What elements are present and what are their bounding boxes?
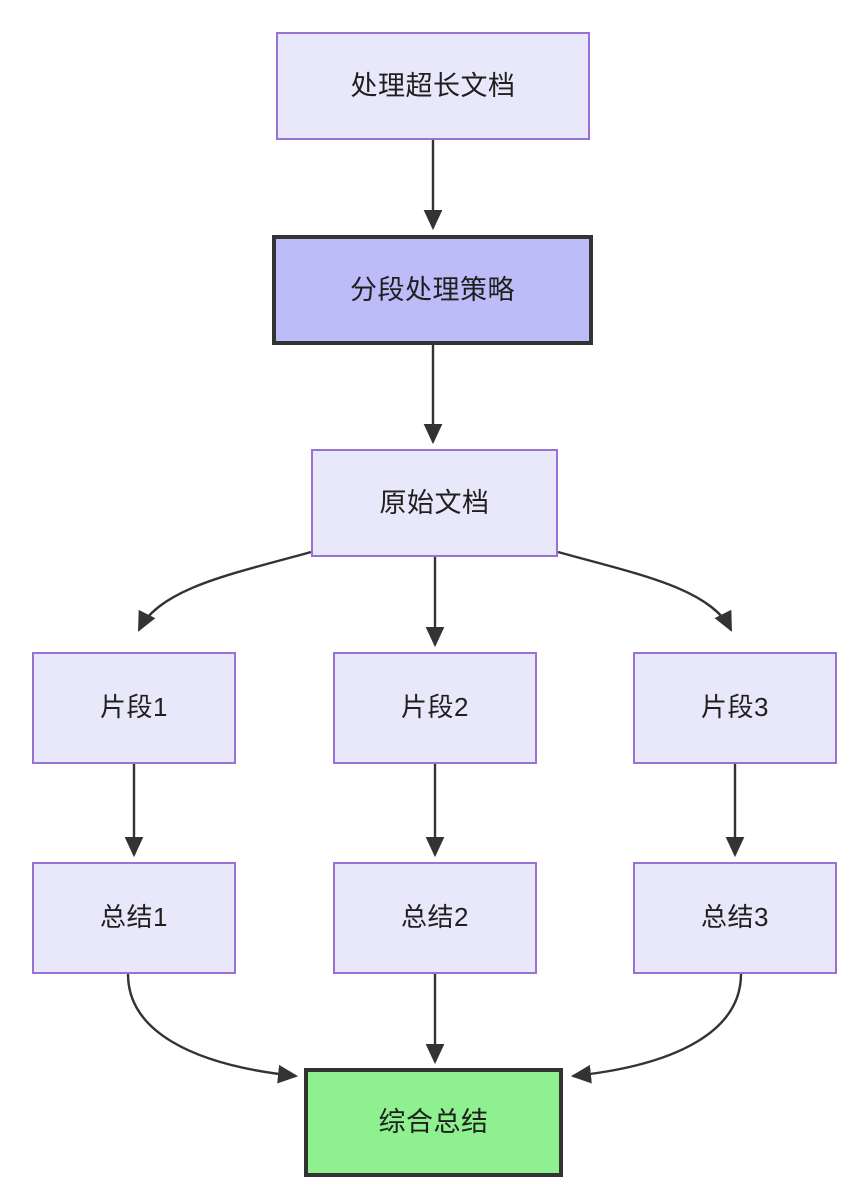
- node-label: 总结2: [401, 902, 469, 933]
- edge-summary1-to-final: [126, 973, 299, 1084]
- node-label: 总结1: [100, 902, 168, 933]
- node-label: 片段3: [701, 692, 769, 723]
- node-chunk-1[interactable]: 片段1: [32, 652, 236, 764]
- node-chunk-2[interactable]: 片段2: [333, 652, 537, 764]
- node-chunking-strategy[interactable]: 分段处理策略: [272, 235, 593, 345]
- edge-summary3-to-final: [570, 973, 743, 1084]
- node-label: 总结3: [701, 902, 769, 933]
- edge-source-to-chunk1: [137, 550, 312, 632]
- node-source-document[interactable]: 原始文档: [311, 449, 558, 557]
- node-combined-summary[interactable]: 综合总结: [304, 1068, 563, 1177]
- node-summary-2[interactable]: 总结2: [333, 862, 537, 974]
- node-process-long-document[interactable]: 处理超长文档: [276, 32, 590, 140]
- edge-source-to-chunk3: [557, 550, 733, 632]
- node-label: 片段1: [100, 692, 168, 723]
- node-summary-3[interactable]: 总结3: [633, 862, 837, 974]
- node-label: 原始文档: [379, 487, 490, 518]
- node-chunk-3[interactable]: 片段3: [633, 652, 837, 764]
- node-label: 分段处理策略: [350, 274, 515, 305]
- node-label: 处理超长文档: [350, 70, 516, 101]
- node-label: 综合总结: [378, 1107, 489, 1138]
- node-summary-1[interactable]: 总结1: [32, 862, 236, 974]
- node-label: 片段2: [401, 692, 469, 723]
